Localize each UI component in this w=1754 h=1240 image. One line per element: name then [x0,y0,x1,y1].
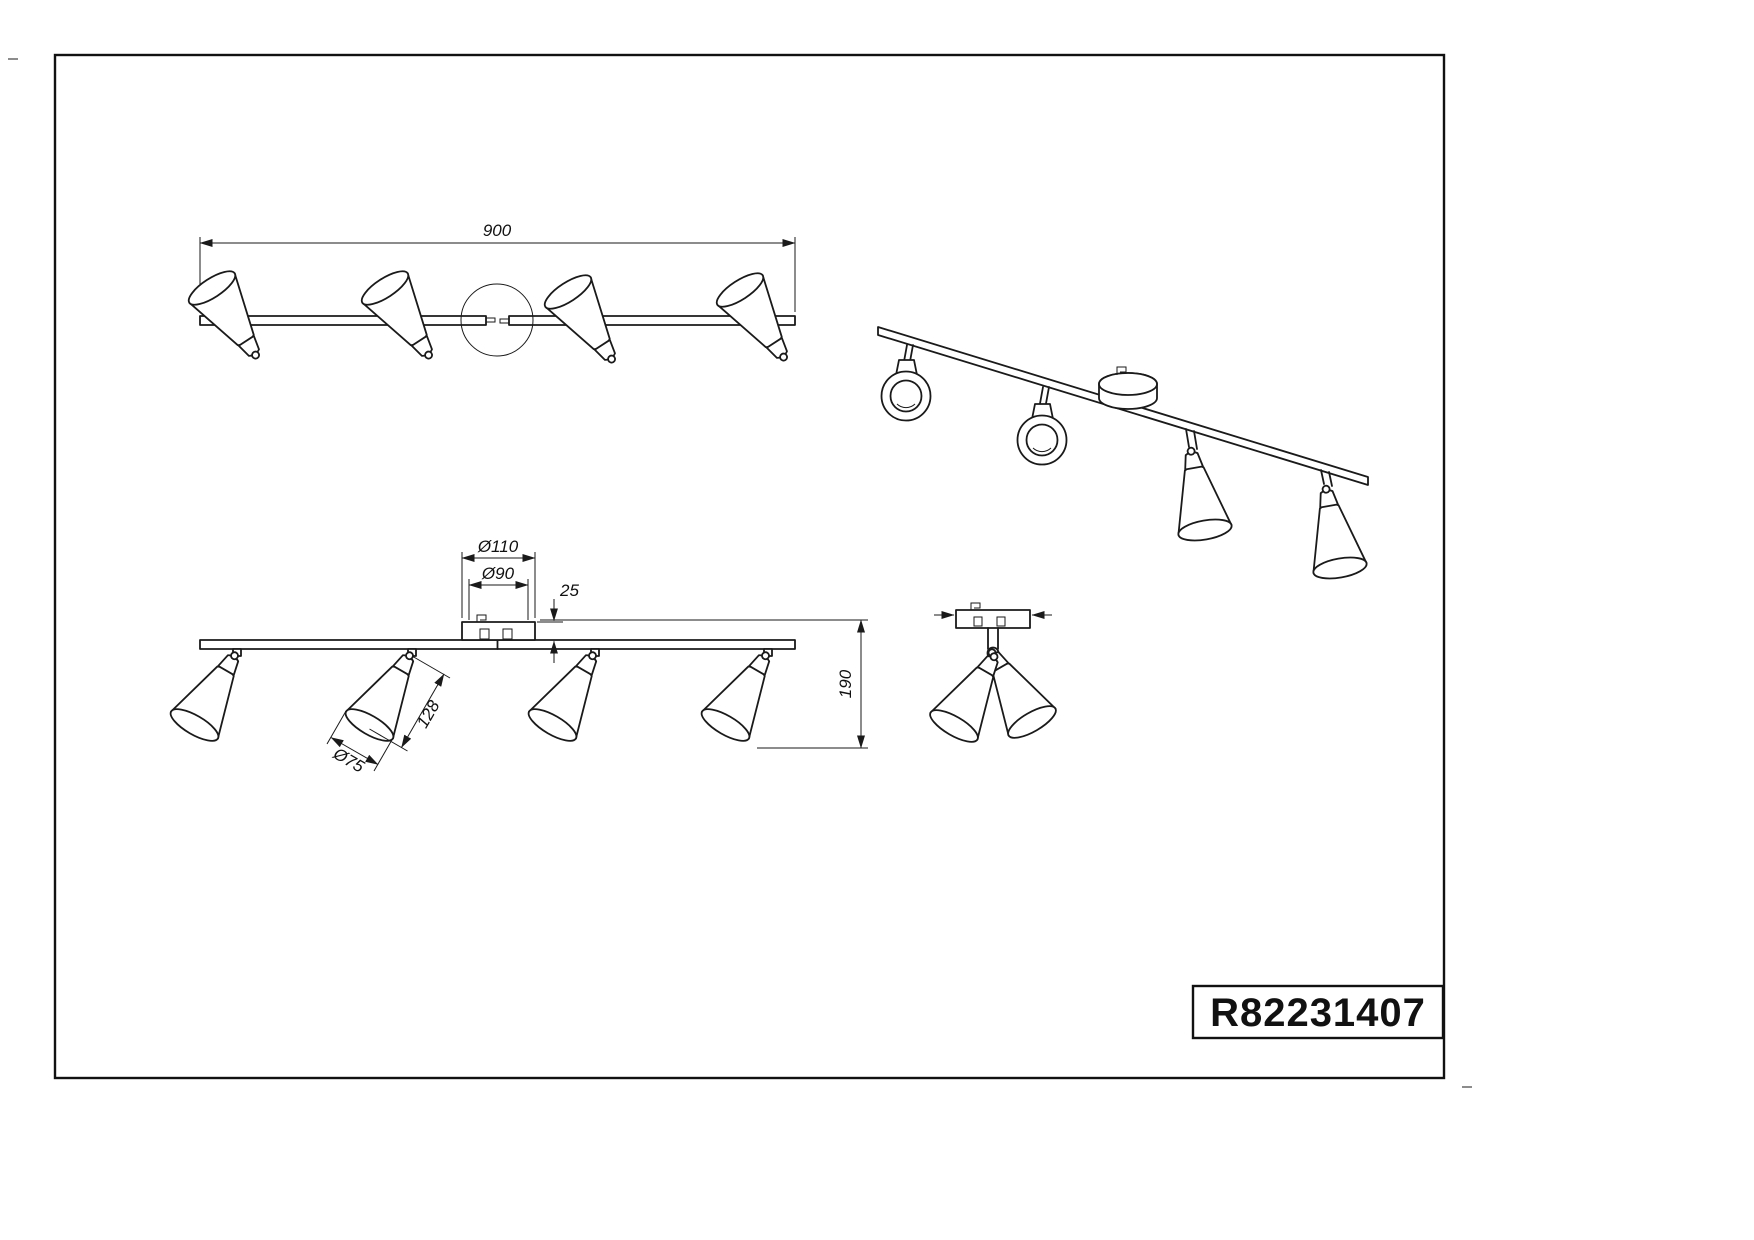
ceiling-canopy [461,621,536,641]
dimension-label-canopy-inner: Ø90 [481,564,515,583]
extension-line [373,737,394,772]
side-view [924,602,1062,749]
drawing-frame [53,53,1446,1080]
dimension-label-overall-length: 900 [483,221,512,240]
spot-front [880,359,932,422]
bar-left-segment [199,315,487,326]
dimensioned-front-view: Ø110 Ø90 25 128 Ø75 [165,537,868,777]
spot-stem [1185,428,1198,450]
dimension-overall-length: 900 [199,221,796,312]
spot-shade [340,638,436,748]
dimension-canopy-height: 25 [537,581,579,663]
corner-tick-marks [8,58,1472,1088]
canopy-terminal [996,616,1006,627]
part-number: R82231407 [1210,991,1426,1035]
spot-stem [1320,469,1333,487]
spot-shade [696,638,792,748]
mounting-hook [476,614,487,622]
bar-right-segment [508,315,796,326]
title-block: R82231407 [1191,984,1445,1040]
spot-shade [523,638,619,748]
extension-line [411,655,451,679]
dimension-label-canopy-height: 25 [559,581,579,600]
front-view: 900 [183,221,810,378]
dimension-fixture-height: 190 [540,619,868,749]
mounting-hook [970,602,981,610]
perspective-view [877,326,1370,583]
mounting-hook [1116,366,1127,375]
extension-line [369,728,408,752]
title-block-box [1191,984,1445,1040]
extension-line [326,710,347,745]
spot-front [1016,403,1068,466]
spot-shade [1298,480,1370,583]
stem [987,627,999,650]
ceiling-canopy [955,609,1031,629]
canopy-top [1098,372,1158,396]
spot-shade [1163,442,1235,545]
dimension-label-shade-diameter: Ø75 [329,743,368,776]
canopy-terminal [502,628,513,640]
dimension-label-fixture-height: 190 [836,669,855,698]
dimension-label-shade-length: 128 [413,697,444,732]
dimension-line [330,737,379,765]
bar-joint-detail [486,317,509,324]
canopy-terminal [479,628,490,640]
dimension-line [401,673,445,748]
dimension-label-canopy-outer: Ø110 [477,537,519,556]
spot-shade [165,638,261,748]
detail-circle [460,283,534,357]
canopy-terminal [973,616,983,627]
dimension-canopy-inner-diameter: Ø90 [468,564,529,620]
dimension-canopy-outer-diameter: Ø110 [461,537,536,618]
